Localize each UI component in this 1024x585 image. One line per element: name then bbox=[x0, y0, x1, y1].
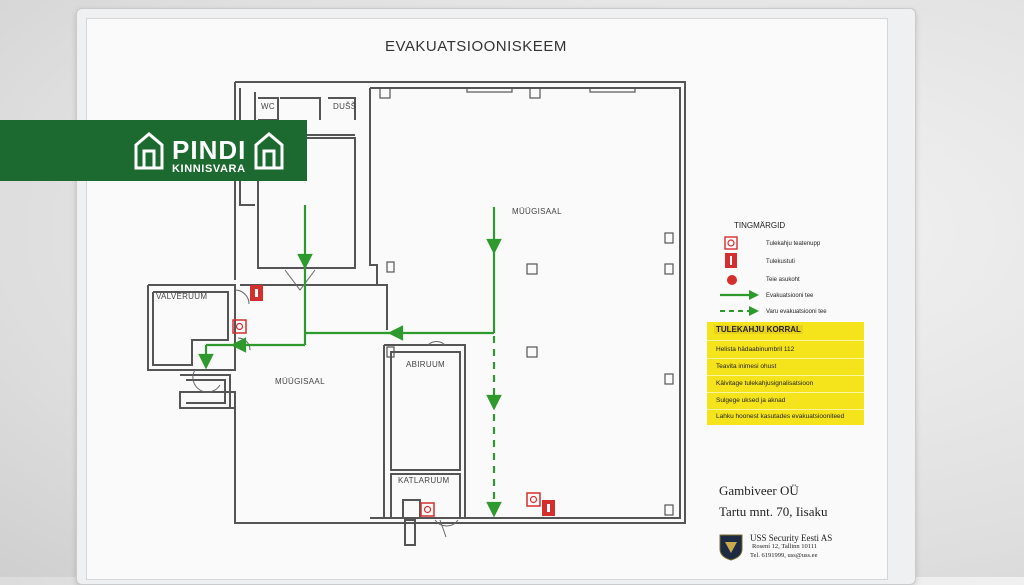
company-address: Tartu mnt. 70, Iisaku bbox=[719, 504, 828, 519]
house-icon bbox=[134, 132, 164, 170]
fire-rule-item: Lahku hoonest kasutades evakuatsioonitee… bbox=[716, 413, 845, 420]
plan-title: EVAKUATSIOONISKEEM bbox=[385, 38, 567, 55]
room-label-myygisaal-top: MÜÜGISAAL bbox=[512, 207, 562, 216]
legend-label: Evakuatsiooni tee bbox=[766, 293, 814, 299]
legend-label: Tulekustuti bbox=[766, 259, 795, 265]
security-company-name: USS Security Eesti AS bbox=[750, 533, 833, 543]
room-label-myygisaal-bottom: MÜÜGISAAL bbox=[275, 377, 325, 386]
legend-label: Tulekahju teatenupp bbox=[766, 241, 821, 247]
room-label-katlaruum: KATLARUUM bbox=[398, 476, 450, 485]
divider bbox=[707, 358, 864, 359]
fire-rules-title: TULEKAHJU KORRAL bbox=[714, 325, 803, 334]
legend-label: Teie asukoht bbox=[766, 277, 800, 283]
location-dot-icon bbox=[727, 275, 737, 285]
fire-rule-item: Sulgege uksed ja aknad bbox=[716, 397, 786, 404]
fire-rule-item: Käivitage tulekahjusignalisatsioon bbox=[716, 380, 814, 387]
fire-extinguisher-icon bbox=[725, 253, 737, 268]
fire-rule-item: Teavita inimesi ohust bbox=[716, 363, 777, 370]
company-name: Gambiveer OÜ bbox=[719, 483, 799, 498]
brand-subtitle: KINNISVARA bbox=[172, 163, 246, 175]
fire-alarm-button-icon bbox=[724, 236, 738, 250]
security-company-contact: Tel. 6191999, uss@uss.ee bbox=[750, 552, 818, 559]
divider bbox=[707, 375, 864, 376]
fire-rule-item: Helista hädaabinumbril 112 bbox=[716, 346, 795, 353]
security-company-logo bbox=[719, 534, 743, 561]
solid-arrow-icon bbox=[720, 290, 759, 300]
house-icon-right bbox=[254, 132, 284, 170]
legend-label: Varu evakuatsiooni tee bbox=[766, 309, 827, 315]
room-label-dush: DUŠŠ bbox=[333, 102, 357, 111]
room-label-abiruum: ABIRUUM bbox=[406, 360, 445, 369]
divider bbox=[707, 409, 864, 410]
security-company-address: Rosení 12, Tallinn 10111 bbox=[752, 543, 818, 550]
brand-name: PINDI bbox=[172, 135, 247, 165]
dashed-arrow-icon bbox=[720, 306, 759, 316]
legend-title: TINGMÄRGID bbox=[734, 221, 786, 230]
divider bbox=[707, 392, 864, 393]
fire-rules-box bbox=[707, 322, 864, 425]
divider bbox=[707, 340, 864, 341]
room-label-valveruum: VALVERUUM bbox=[156, 292, 208, 301]
room-label-wc: WC bbox=[261, 102, 275, 111]
